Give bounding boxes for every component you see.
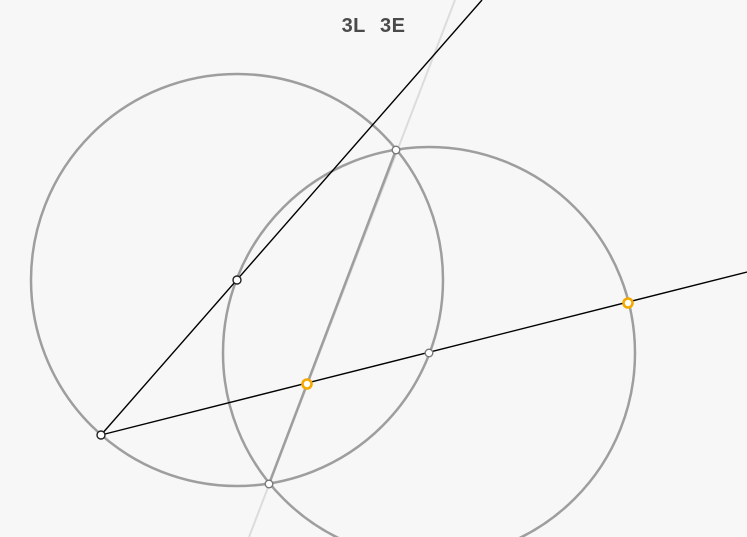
point-center-right[interactable] bbox=[424, 348, 434, 358]
euclid-count: 3E bbox=[379, 15, 406, 37]
lines-count: 3L bbox=[341, 15, 366, 37]
base-ray[interactable] bbox=[100, 271, 747, 436]
chord-line[interactable] bbox=[267, 149, 398, 485]
point-bottom-intersection[interactable] bbox=[264, 479, 274, 489]
goal-point-far[interactable] bbox=[622, 297, 634, 309]
point-top-intersection[interactable] bbox=[391, 145, 401, 155]
diagonal-line[interactable] bbox=[100, 0, 483, 436]
move-counter: 3L 3E bbox=[0, 15, 747, 38]
point-center-left[interactable] bbox=[232, 275, 242, 285]
point-origin[interactable] bbox=[96, 430, 106, 440]
circle-right[interactable] bbox=[221, 145, 637, 537]
circle-left[interactable] bbox=[29, 72, 445, 488]
goal-point-midpoint[interactable] bbox=[301, 378, 313, 390]
